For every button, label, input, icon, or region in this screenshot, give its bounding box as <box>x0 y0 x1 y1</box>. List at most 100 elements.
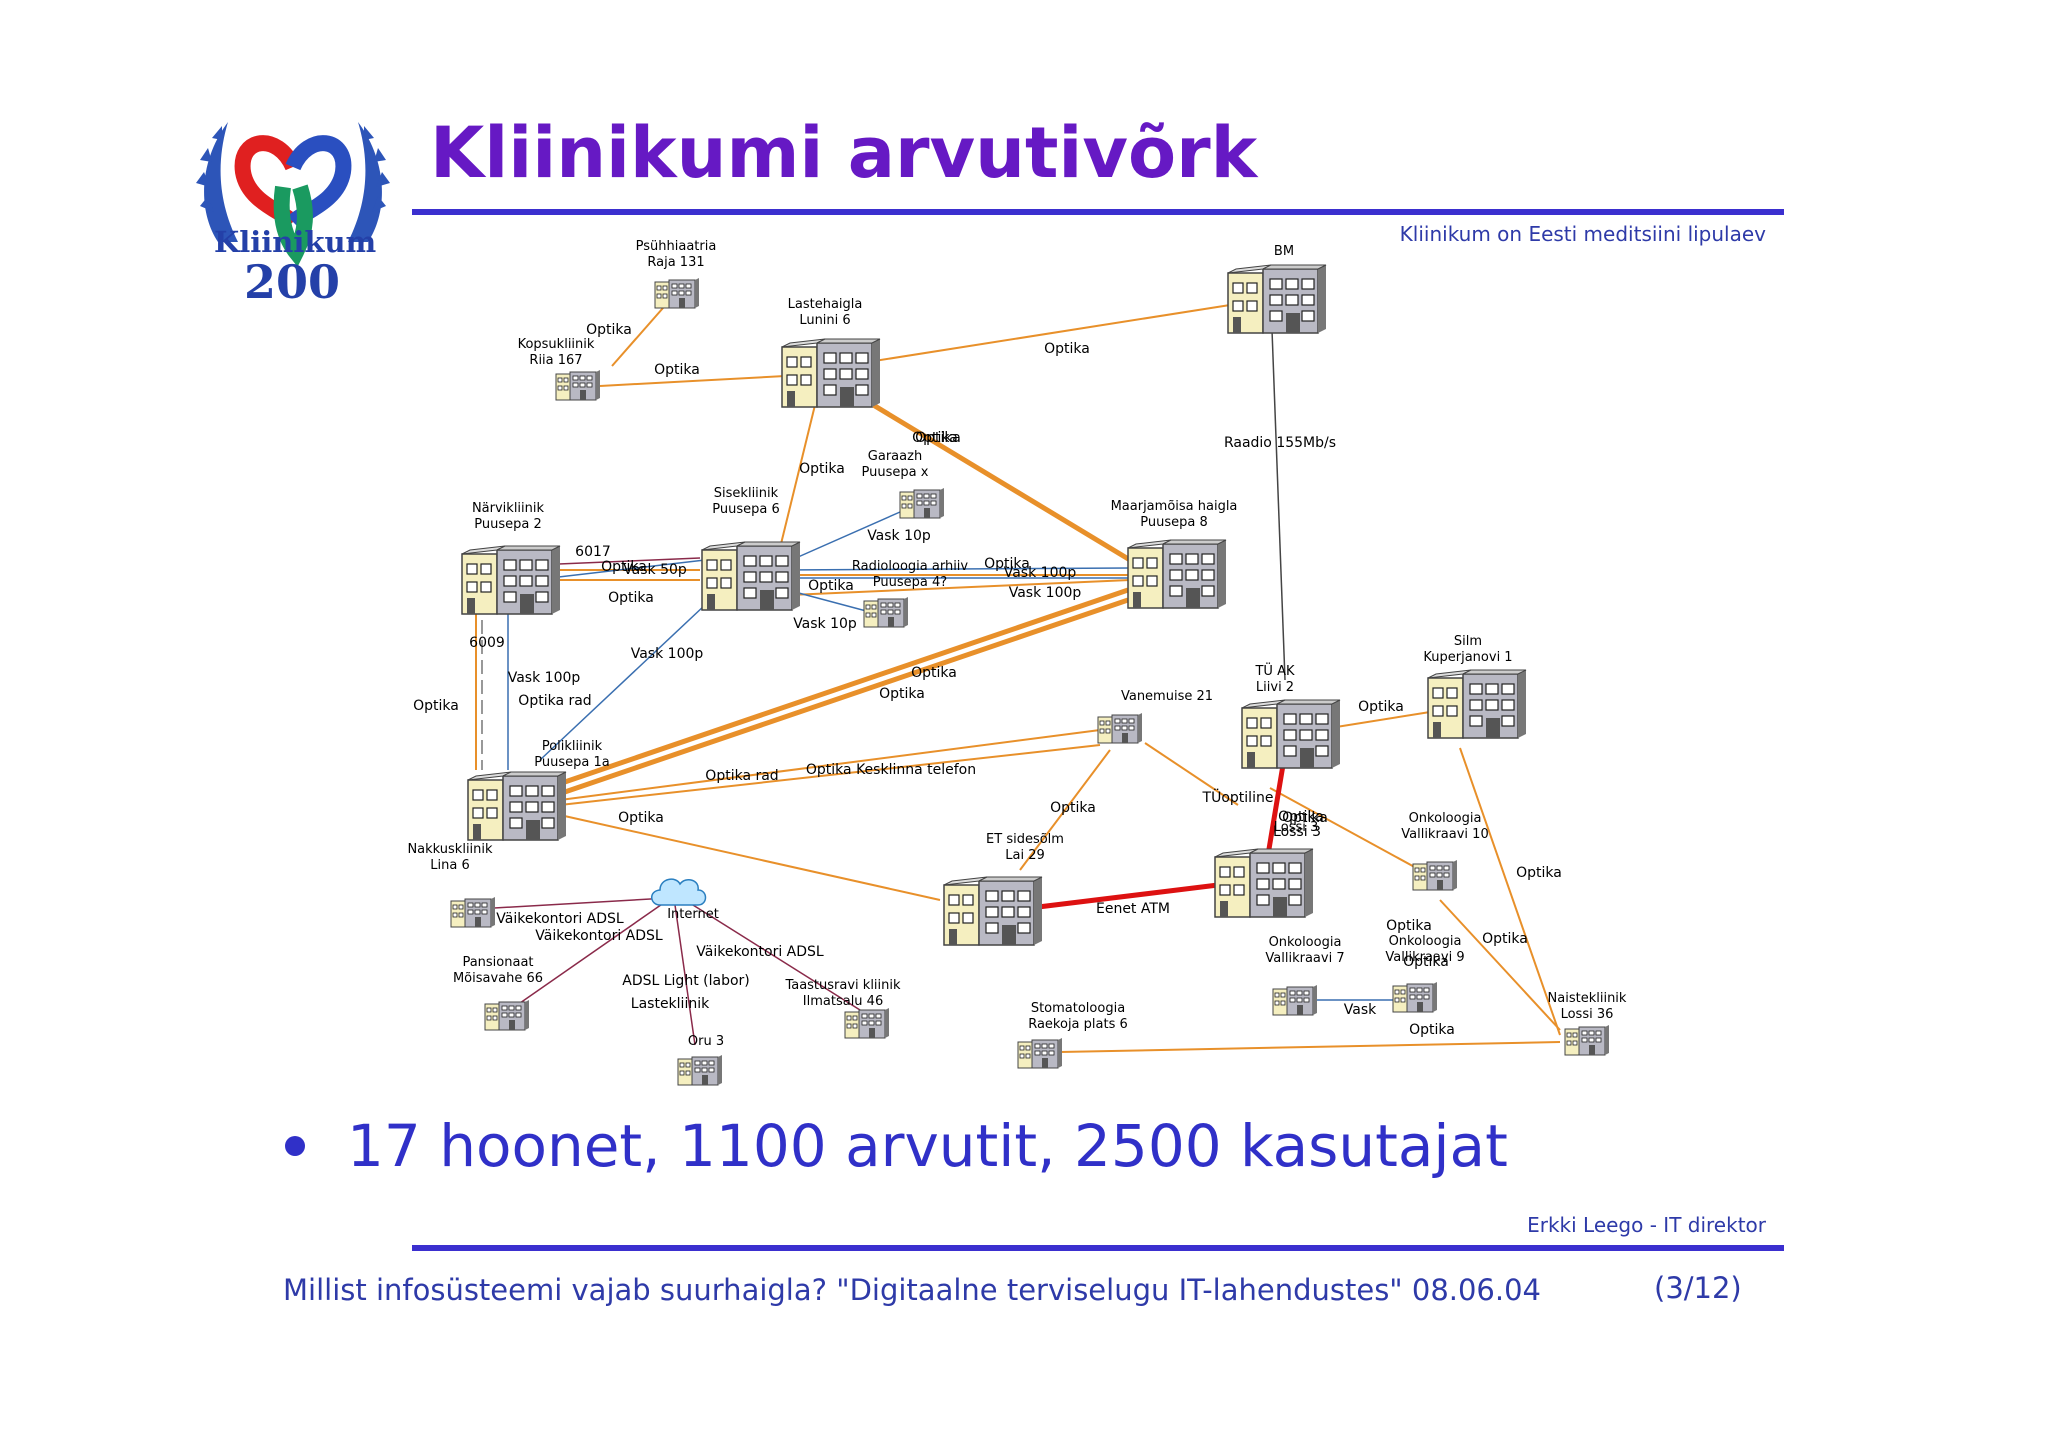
building-bm-icon <box>1227 264 1327 334</box>
node-label-etside: ET sidesõlm <box>986 832 1064 847</box>
link-labels: OptikaOptikaOptikaOptikaOptikaOptikaOpti… <box>413 322 1562 1038</box>
link-label: Väikekontori ADSL <box>496 911 624 927</box>
link-label: Optika <box>413 698 459 714</box>
link-label: Optika <box>984 556 1030 572</box>
footer-text: Millist infosüsteemi vajab suurhaigla? "… <box>283 1273 1542 1307</box>
kliinikum-logo <box>196 122 390 267</box>
node-label-silm: Kuperjanovi 1 <box>1423 650 1512 665</box>
link-label: Optika <box>601 559 647 575</box>
link-label: Optika <box>808 578 854 594</box>
node-label-sise: Puusepa 6 <box>712 502 779 517</box>
node-label-onko9: Onkoloogia <box>1389 934 1462 949</box>
node-label-poli: Puusepa 1a <box>534 755 609 770</box>
node-label-naiste: Naistekliinik <box>1548 991 1627 1006</box>
building-kops-icon <box>555 369 601 401</box>
building-onko7-icon <box>1272 984 1318 1016</box>
node-label-narvi: Puusepa 2 <box>474 517 541 532</box>
node-label-nakkus: Nakkuskliinik <box>407 842 493 857</box>
network-links <box>459 299 1561 1053</box>
node-label-tuak: Liivi 2 <box>1256 680 1294 695</box>
link-label: Optika <box>912 430 958 446</box>
link-label: Optika Kesklinna telefon <box>806 762 976 778</box>
node-label-narvi: Närvikliinik <box>472 501 545 516</box>
building-narvi-icon <box>461 545 561 615</box>
link-label: Optika <box>1409 1022 1455 1038</box>
link-label: Optika <box>618 810 664 826</box>
node-label-stom: Stomatoloogia <box>1031 1001 1125 1016</box>
building-nakkus-icon <box>450 896 496 928</box>
node-label-internet: Internet <box>667 907 719 922</box>
link-label: Lastekliinik <box>631 996 710 1012</box>
building-stom-icon <box>1017 1037 1063 1069</box>
link-label: Optika <box>1050 800 1096 816</box>
laurel-wreath-icon <box>196 122 390 242</box>
link-label: 6017 <box>575 544 611 560</box>
building-laste-icon <box>781 338 881 408</box>
node-label-onko7: Onkoloogia <box>1269 935 1342 950</box>
link-label: Vask 100p <box>631 646 704 662</box>
heart-knot-icon <box>234 135 352 267</box>
node-label-naiste: Lossi 36 <box>1561 1007 1614 1022</box>
internet-cloud-icon <box>651 878 707 906</box>
node-label-bm: BM <box>1274 244 1294 259</box>
link-label: Optika <box>799 461 845 477</box>
building-garaaz-icon <box>899 487 945 519</box>
slide-title: Kliinikumi arvutivõrk <box>430 112 1258 194</box>
building-oru-icon <box>677 1054 723 1086</box>
building-psuhh-icon <box>654 277 700 309</box>
node-label-stom: Raekoja plats 6 <box>1028 1017 1128 1032</box>
building-onko9-icon <box>1392 981 1438 1013</box>
node-label-oru: Oru 3 <box>688 1034 724 1049</box>
bullet-item: 17 hoonet, 1100 arvutit, 2500 kasutajat <box>285 1112 1508 1180</box>
link-label: Optika <box>915 430 961 446</box>
link-label: Raadio 155Mb/s <box>1224 435 1336 451</box>
link-label: Optika <box>608 590 654 606</box>
building-taastus-icon <box>844 1007 890 1039</box>
link-label: Optika rad <box>705 768 778 784</box>
link-label: Vask 10p <box>793 616 857 632</box>
tagline: Kliinikum on Eesti meditsiini lipulaev <box>1399 222 1766 246</box>
link-label: Optika <box>1282 810 1328 826</box>
link-label: Lossi 3 <box>1273 824 1321 840</box>
node-label-vanem: Vanemuise 21 <box>1121 689 1213 704</box>
link-label: 6009 <box>469 635 505 651</box>
link-label: Vask <box>1344 1002 1377 1018</box>
footer-rule <box>412 1245 1784 1251</box>
node-label-onko10: Onkoloogia <box>1409 811 1482 826</box>
link-label: TÜoptiline <box>1202 788 1274 806</box>
node-label-maarja: Maarjamõisa haigla <box>1111 499 1238 514</box>
link-label: Vask 100p <box>508 670 581 686</box>
node-label-taastus: Ilmatsalu 46 <box>803 994 883 1009</box>
link-label: Eenet ATM <box>1096 901 1170 917</box>
building-etside-icon <box>943 876 1043 946</box>
building-maarja-icon <box>1127 539 1227 609</box>
author: Erkki Leego - IT direktor <box>1527 1213 1766 1237</box>
title-rule <box>412 209 1784 215</box>
node-label-onko7: Vallikraavi 7 <box>1265 951 1344 966</box>
link-label: Optika <box>1044 341 1090 357</box>
building-silm-icon <box>1427 669 1527 739</box>
link-label: Optika <box>1386 918 1432 934</box>
link-label: Vask 50p <box>623 562 687 578</box>
building-pansion-icon <box>484 999 530 1031</box>
link-label: ADSL Light (labor) <box>622 973 749 989</box>
link-label: Vask 100p <box>1004 565 1077 581</box>
node-label-taastus: Taastusravi kliinik <box>784 978 901 993</box>
node-label-pansion: Mõisavahe 66 <box>453 971 543 986</box>
logo-year: 200 <box>244 255 341 309</box>
node-label-laste: Lastehaigla <box>788 297 863 312</box>
building-onko10-icon <box>1412 859 1458 891</box>
link-label: Optika <box>879 686 925 702</box>
node-label-maarja: Puusepa 8 <box>1140 515 1207 530</box>
node-label-lossi3: Lossi 3 <box>1274 820 1319 835</box>
node-label-laste: Lunini 6 <box>799 313 850 328</box>
link-label: Optika <box>586 322 632 338</box>
node-label-onko10: Vallikraavi 10 <box>1401 827 1488 842</box>
node-label-silm: Silm <box>1454 634 1482 649</box>
building-poli-icon <box>467 771 567 841</box>
link-label: Optika <box>654 362 700 378</box>
link-label: Optika <box>1516 865 1562 881</box>
node-label-sise: Sisekliinik <box>714 486 779 501</box>
node-label-kops: Riia 167 <box>529 353 582 368</box>
